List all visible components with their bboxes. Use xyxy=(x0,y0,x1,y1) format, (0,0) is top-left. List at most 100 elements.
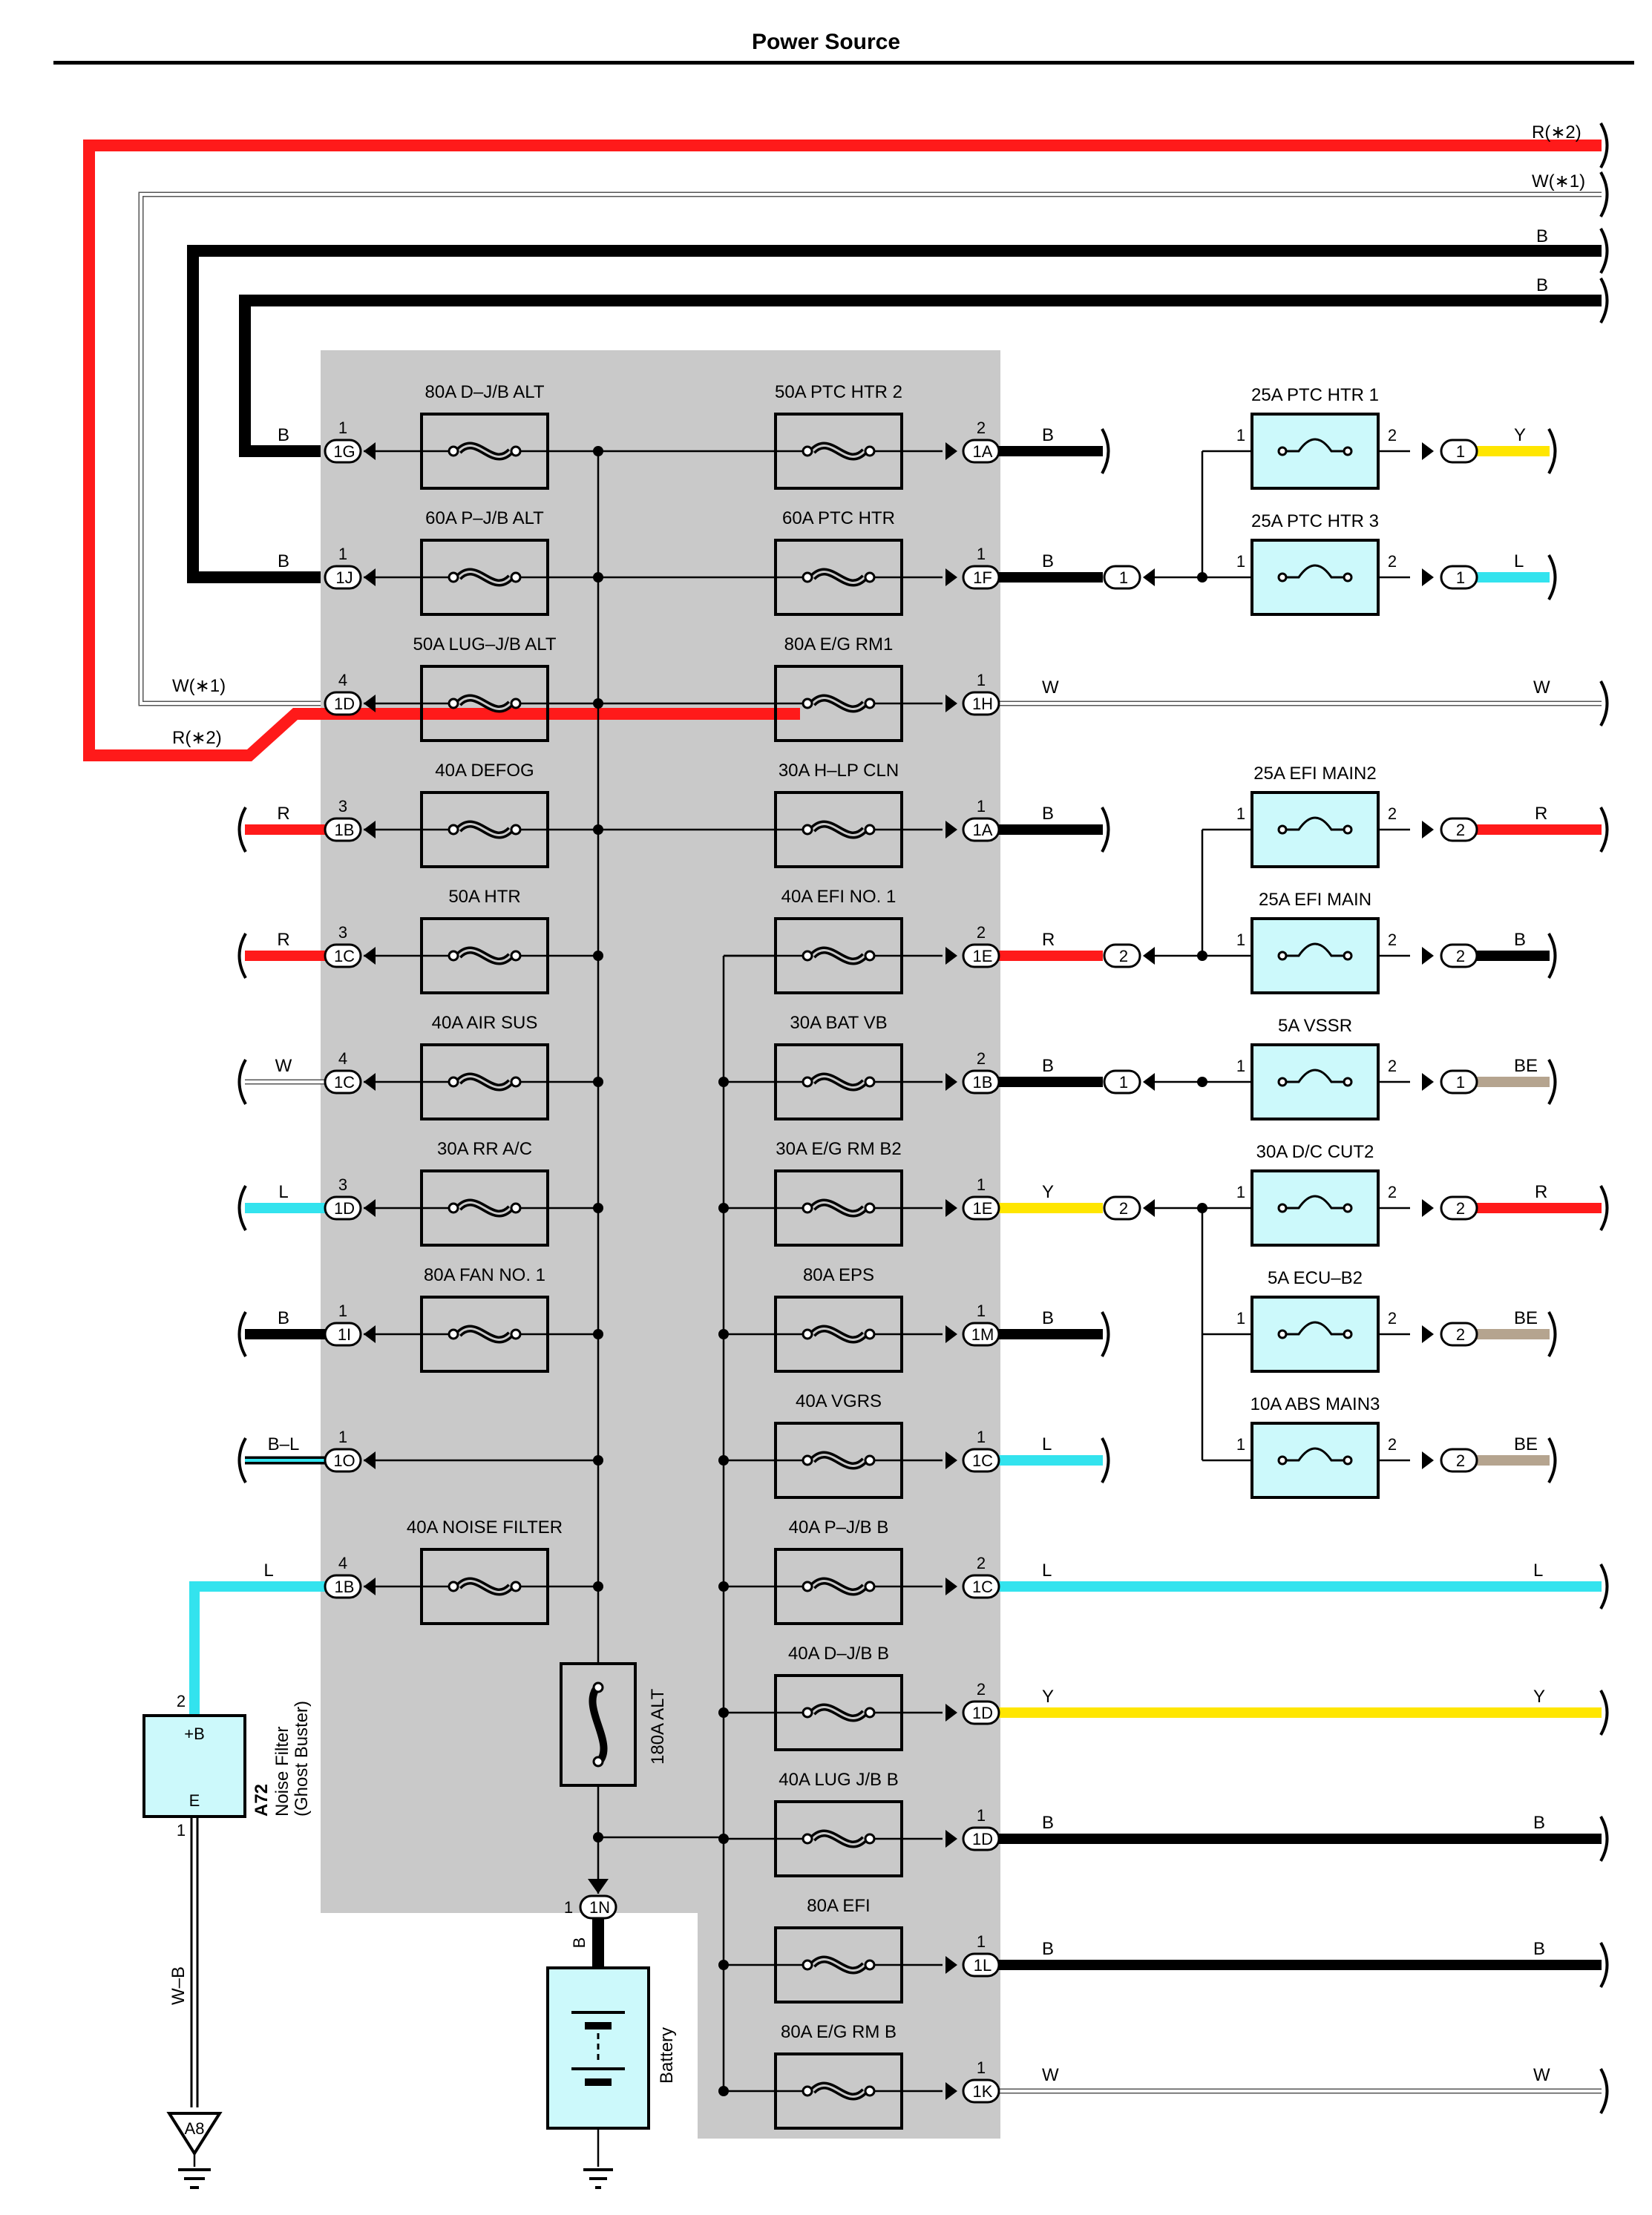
fuse-terminal xyxy=(864,1833,876,1845)
junction-dot xyxy=(593,1581,603,1592)
connector-1a xyxy=(962,439,1000,464)
wire-label: W xyxy=(1042,677,1059,698)
wire-label: BE xyxy=(1514,1434,1538,1454)
connector-arrow xyxy=(945,568,957,586)
pin-number: 2 xyxy=(977,923,986,942)
fuse-terminal xyxy=(864,1581,876,1592)
inline-connector xyxy=(1103,943,1141,968)
inline-connector xyxy=(1440,1322,1478,1347)
fuse-label: 40A NOISE FILTER xyxy=(407,1517,563,1538)
pin-number: 1 xyxy=(1236,931,1245,949)
wire-label: W–B xyxy=(168,1966,189,2005)
wire-label-b: B xyxy=(1536,275,1548,295)
wire-l-noise xyxy=(189,1581,325,1716)
fuse-box xyxy=(774,917,903,994)
fuse-terminal xyxy=(448,1202,459,1214)
junction-dot xyxy=(593,824,603,835)
wire-break-symbol xyxy=(1599,228,1609,274)
junction-dot xyxy=(718,1329,729,1339)
wire-label-r2: R(∗2) xyxy=(1532,122,1581,142)
connector-label: 1I xyxy=(338,1325,351,1344)
fuse-terminal xyxy=(1343,1329,1353,1339)
pin-number: 1 xyxy=(977,545,986,563)
fuse-label: 30A H–LP CLN xyxy=(779,761,899,781)
wire-label: B xyxy=(1533,1939,1545,1959)
wire-label: B xyxy=(278,1308,289,1328)
fuse-terminal xyxy=(448,1076,459,1088)
connector-1h xyxy=(962,691,1000,716)
fuse-label: 80A EFI xyxy=(807,1896,870,1916)
fuse-terminal xyxy=(1277,1455,1288,1466)
fuse-terminal xyxy=(1277,1203,1288,1213)
connector-label: 1O xyxy=(333,1451,355,1470)
wire-label: L xyxy=(1042,1434,1052,1454)
fuse-terminal xyxy=(864,1076,876,1088)
fuse-terminal xyxy=(510,698,522,709)
pin-number: 1 xyxy=(338,419,347,437)
wire-label-r2: R(∗2) xyxy=(172,728,222,748)
connector-label: 1 xyxy=(1119,1073,1128,1092)
fuse-element xyxy=(1285,1195,1345,1210)
fuse-terminal xyxy=(802,1328,813,1340)
connector-label: 2 xyxy=(1456,1451,1465,1470)
connector-1f xyxy=(962,565,1000,590)
fuse-box xyxy=(774,1926,903,2004)
fuse-terminal xyxy=(802,950,813,962)
fuse-terminal xyxy=(864,1328,876,1340)
junction-dot xyxy=(593,951,603,961)
fuse-link-core xyxy=(811,1580,866,1593)
fuse-terminal xyxy=(448,824,459,836)
wire-label: R xyxy=(1535,804,1547,824)
connector-label: 1C xyxy=(972,1578,993,1596)
junction-dot xyxy=(718,1455,729,1466)
junction-dot xyxy=(593,1455,603,1466)
junction-block-panel-bg xyxy=(321,350,1000,2139)
fuse-terminal xyxy=(1277,1077,1288,1087)
ground-triangle xyxy=(166,2112,223,2156)
connector-arrow xyxy=(945,695,957,712)
wire-break-symbol xyxy=(1547,1311,1557,1357)
fuse-link-core xyxy=(457,1075,512,1089)
fuse-label: 50A LUG–J/B ALT xyxy=(413,634,557,654)
junction-dot xyxy=(718,1707,729,1718)
fuse-terminal xyxy=(1277,951,1288,961)
connector-arrow xyxy=(1422,1325,1434,1343)
fuse-link-core xyxy=(811,571,866,584)
inline-connector xyxy=(1103,565,1141,590)
fuse-terminal xyxy=(1343,1203,1353,1213)
fuse-label: 40A DEFOG xyxy=(435,761,534,781)
pin-number: 2 xyxy=(1388,552,1397,571)
fuse-terminal xyxy=(864,445,876,457)
connector-1c xyxy=(962,1448,1000,1473)
fuse-label: 40A VGRS xyxy=(796,1391,882,1411)
wire-r-top xyxy=(83,140,1602,761)
wire-label: L xyxy=(1042,1561,1052,1581)
fuse-box xyxy=(420,1169,549,1247)
connector-1m xyxy=(962,1322,1000,1347)
pin-number: 1 xyxy=(338,545,347,563)
connector-label: 1B xyxy=(335,1578,355,1596)
connector-1k xyxy=(962,2078,1000,2104)
fuse-terminal xyxy=(510,1202,522,1214)
pin-number: 2 xyxy=(977,419,986,437)
fuse-terminal xyxy=(448,445,459,457)
fuse-label: 80A D–J/B ALT xyxy=(425,382,545,402)
fuse-box xyxy=(420,665,549,742)
connector-arrow xyxy=(588,1879,609,1894)
pin-number: 1 xyxy=(564,1898,573,1917)
fuse-box xyxy=(1251,917,1380,994)
fuse-label: 10A ABS MAIN3 xyxy=(1251,1394,1380,1414)
connector-label: 1 xyxy=(1119,568,1128,587)
wire-break-symbol xyxy=(237,1185,247,1231)
fuse-terminal xyxy=(448,571,459,583)
pin-number: 1 xyxy=(177,1821,186,1840)
fuse-terminal xyxy=(510,1076,522,1088)
fuse-terminal xyxy=(510,1581,522,1592)
connector-1d xyxy=(324,691,362,716)
fuse-label: 30A E/G RM B2 xyxy=(776,1139,901,1159)
fuse-element xyxy=(1285,1069,1345,1083)
connector-label: 1 xyxy=(1456,1073,1465,1092)
fuse-box xyxy=(1251,1422,1380,1499)
connector-arrow xyxy=(364,1451,376,1469)
connector-label: 1K xyxy=(973,2082,993,2101)
